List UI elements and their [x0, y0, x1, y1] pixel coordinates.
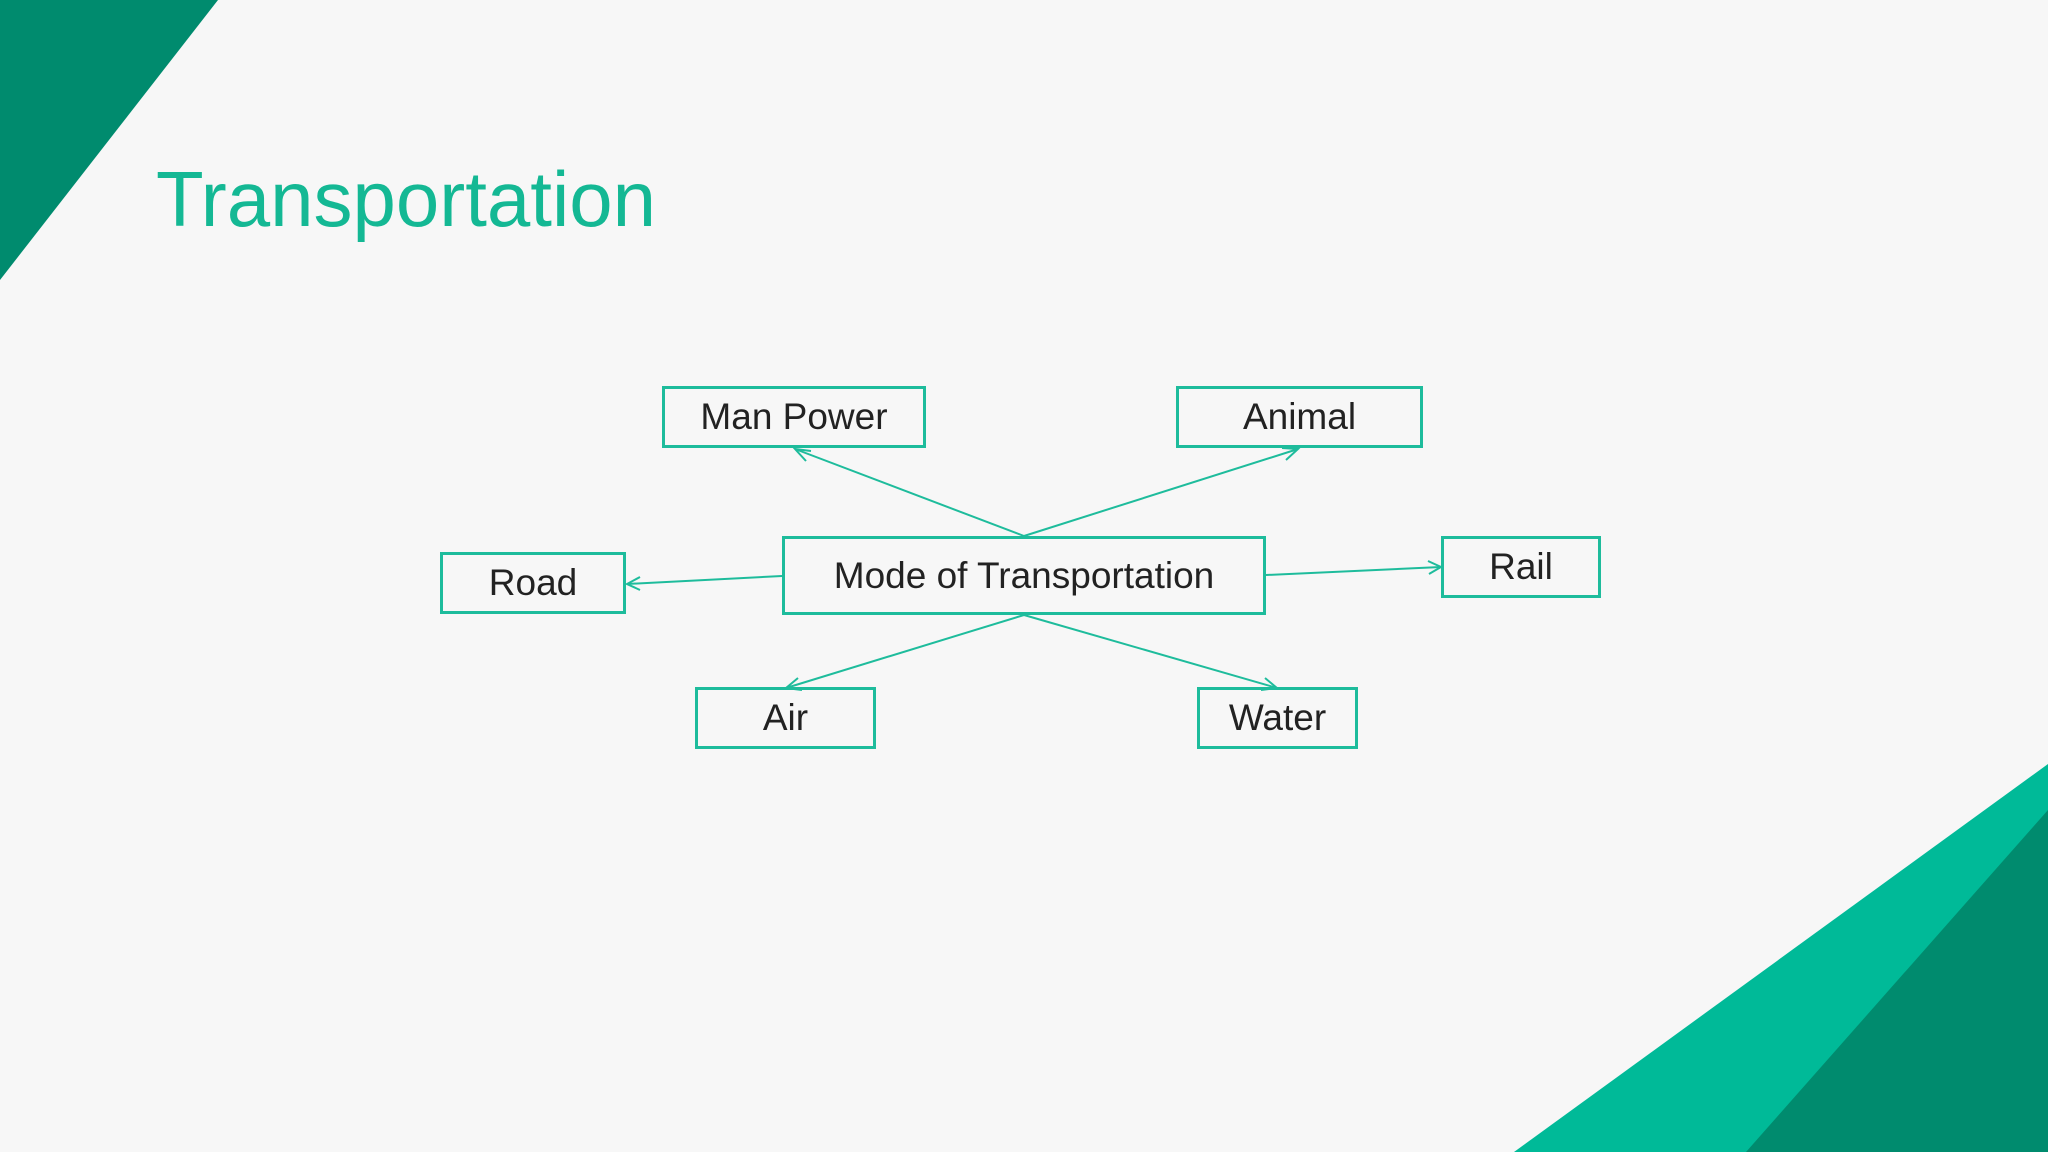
- arrow-to-water: [1023, 614, 1280, 691]
- node-road-label: Road: [488, 562, 578, 603]
- node-mode-of-transportation-label: Mode of Transportation: [833, 554, 1215, 596]
- node-rail-label: Rail: [1489, 546, 1553, 587]
- node-road: Road: [440, 552, 626, 614]
- slide-title: Transportation: [156, 155, 657, 243]
- bottom-right-corner-shape: [1746, 810, 2048, 1152]
- node-man-power-label: Man Power: [700, 396, 888, 437]
- node-water: Water: [1197, 687, 1358, 749]
- arrow-to-rail: [1265, 560, 1444, 576]
- node-rail: Rail: [1441, 536, 1601, 598]
- node-water-label: Water: [1228, 697, 1327, 738]
- node-man-power: Man Power: [662, 386, 926, 448]
- arrow-to-air: [783, 614, 1025, 691]
- node-animal: Animal: [1176, 386, 1423, 448]
- top-left-corner-shape: [0, 0, 218, 280]
- arrow-to-animal: [1023, 447, 1301, 537]
- node-air-label: Air: [762, 697, 809, 738]
- node-mode-of-transportation: Mode of Transportation: [782, 536, 1266, 615]
- arrow-to-road: [624, 575, 783, 591]
- arrow-to-man-power: [792, 447, 1025, 537]
- node-air: Air: [695, 687, 876, 749]
- node-animal-label: Animal: [1242, 396, 1357, 437]
